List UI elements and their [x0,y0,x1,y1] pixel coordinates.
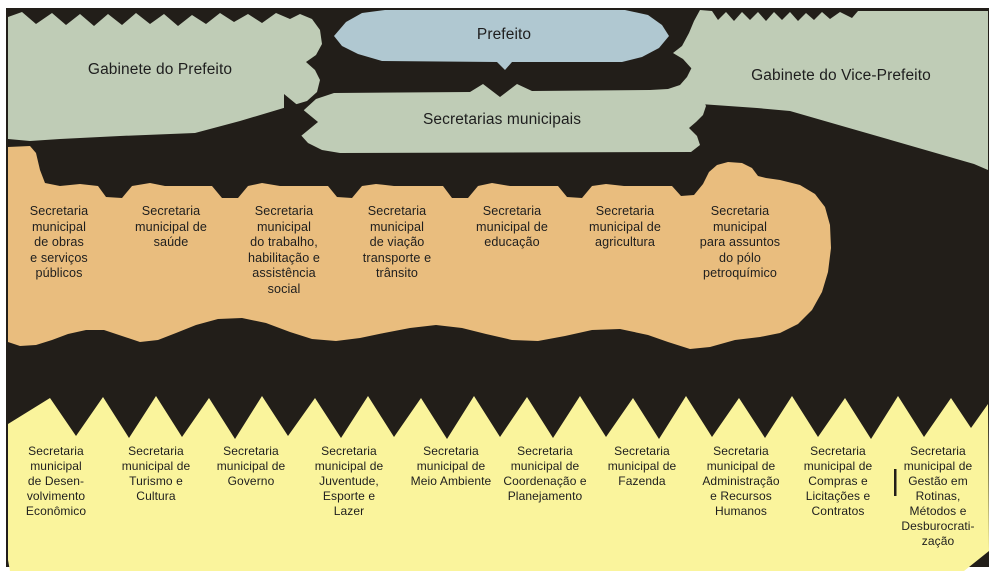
org-node-label: Secretaria municipal de Compras e Licita… [803,444,873,518]
node-prefeito-shape [334,10,669,70]
org-node-label: Secretaria municipal de educação [476,204,548,250]
org-node-label: Secretaria municipal de saúde [135,204,207,250]
notch-wedge-left [284,94,318,150]
org-node-label: Secretaria municipal de Turismo e Cultur… [121,444,191,503]
org-node-label: Secretaria municipal de viação transport… [362,204,432,281]
node-secretarias-municipais-shape [296,67,706,153]
stray-mark [894,469,897,496]
org-node-label: Secretaria municipal de Desen- volviment… [25,444,87,518]
org-node-label: Secretaria municipal de Governo [216,444,286,488]
tier1-row-shape [8,146,831,349]
org-node-label: Secretaria municipal de Administração e … [702,444,780,518]
org-node-label: Secretaria municipal de Meio Ambiente [410,444,492,488]
node-prefeito-label: Prefeito [476,26,532,43]
org-node-label: Secretaria municipal de Gestão em Rotina… [901,444,975,548]
org-node-label: Secretaria municipal para assuntos do pó… [699,204,781,281]
node-gabinete-prefeito-label: Gabinete do Prefeito [87,61,233,78]
node-gabinete-vice-prefeito-label: Gabinete do Vice-Prefeito [751,67,931,84]
node-gabinete-vice-prefeito-shape [673,10,988,170]
org-node-label: Secretaria municipal do trabalho, habili… [247,204,321,296]
org-node-label: Secretaria municipal de Fazenda [607,444,677,488]
org-node-label: Secretaria municipal de agricultura [589,204,661,250]
node-gabinete-prefeito-shape [8,12,322,141]
org-node-label: Secretaria municipal de Juventude, Espor… [314,444,384,518]
org-node-label: Secretaria municipal de obras e serviços… [29,204,89,281]
tier2-row-shape [8,396,989,571]
node-secretarias-municipais-label: Secretarias municipais [422,111,582,128]
org-node-label: Secretaria municipal de Coordenação e Pl… [503,444,587,503]
